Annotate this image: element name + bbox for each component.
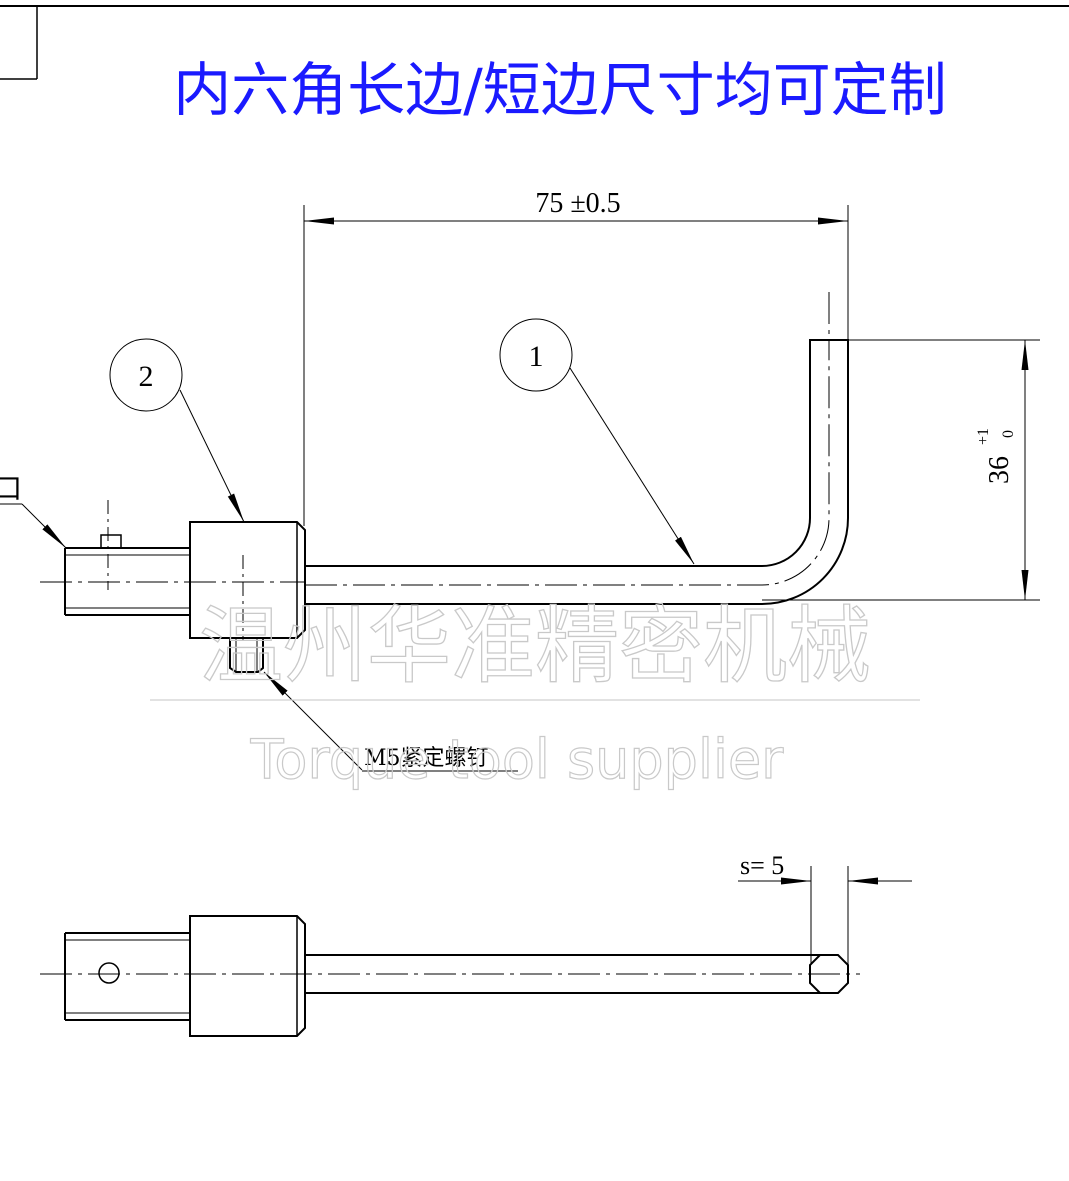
set-screw-callout: M5紧定螺钉 — [263, 671, 518, 772]
collar — [189, 521, 306, 640]
dimension-height-tol-upper: +1 — [975, 428, 992, 445]
set-screw — [229, 638, 264, 673]
watermark-company: 温州华准精密机械 — [199, 597, 871, 695]
watermark: 温州华准精密机械 Torque tool supplier — [150, 596, 920, 792]
hex-key-bar — [305, 292, 849, 605]
dimension-height-value: 36 — [984, 456, 1015, 484]
square-drive — [64, 500, 190, 616]
balloon-part2-label: 2 — [139, 360, 154, 393]
balloon-part1: 1 — [499, 318, 695, 565]
page-title: 内六角长边/短边尺寸均可定制 — [173, 56, 947, 124]
bottom-view: s= 5 — [40, 851, 912, 1037]
drawing-frame — [0, 5, 1069, 80]
top-view: 75 ±0.5 36 +1 0 1 2 口 — [0, 188, 1040, 772]
dimension-length: 75 ±0.5 — [303, 188, 849, 526]
dimension-height-tol-lower: 0 — [1000, 430, 1017, 438]
bottom-square-drive — [64, 932, 190, 1021]
dimension-height: 36 +1 0 — [762, 339, 1040, 601]
dimension-hex-label: s= 5 — [740, 851, 784, 880]
bottom-collar — [189, 915, 306, 1037]
watermark-slogan: Torque tool supplier — [250, 728, 785, 791]
left-edge-label: 口 — [0, 472, 22, 505]
set-screw-label: M5紧定螺钉 — [364, 746, 489, 771]
left-edge-callout: 口 — [0, 472, 67, 549]
dimension-length-label: 75 ±0.5 — [535, 188, 620, 219]
bottom-bar — [305, 954, 849, 994]
dimension-hex: s= 5 — [738, 851, 912, 965]
balloon-part1-label: 1 — [529, 340, 544, 373]
balloon-part2: 2 — [109, 338, 245, 523]
